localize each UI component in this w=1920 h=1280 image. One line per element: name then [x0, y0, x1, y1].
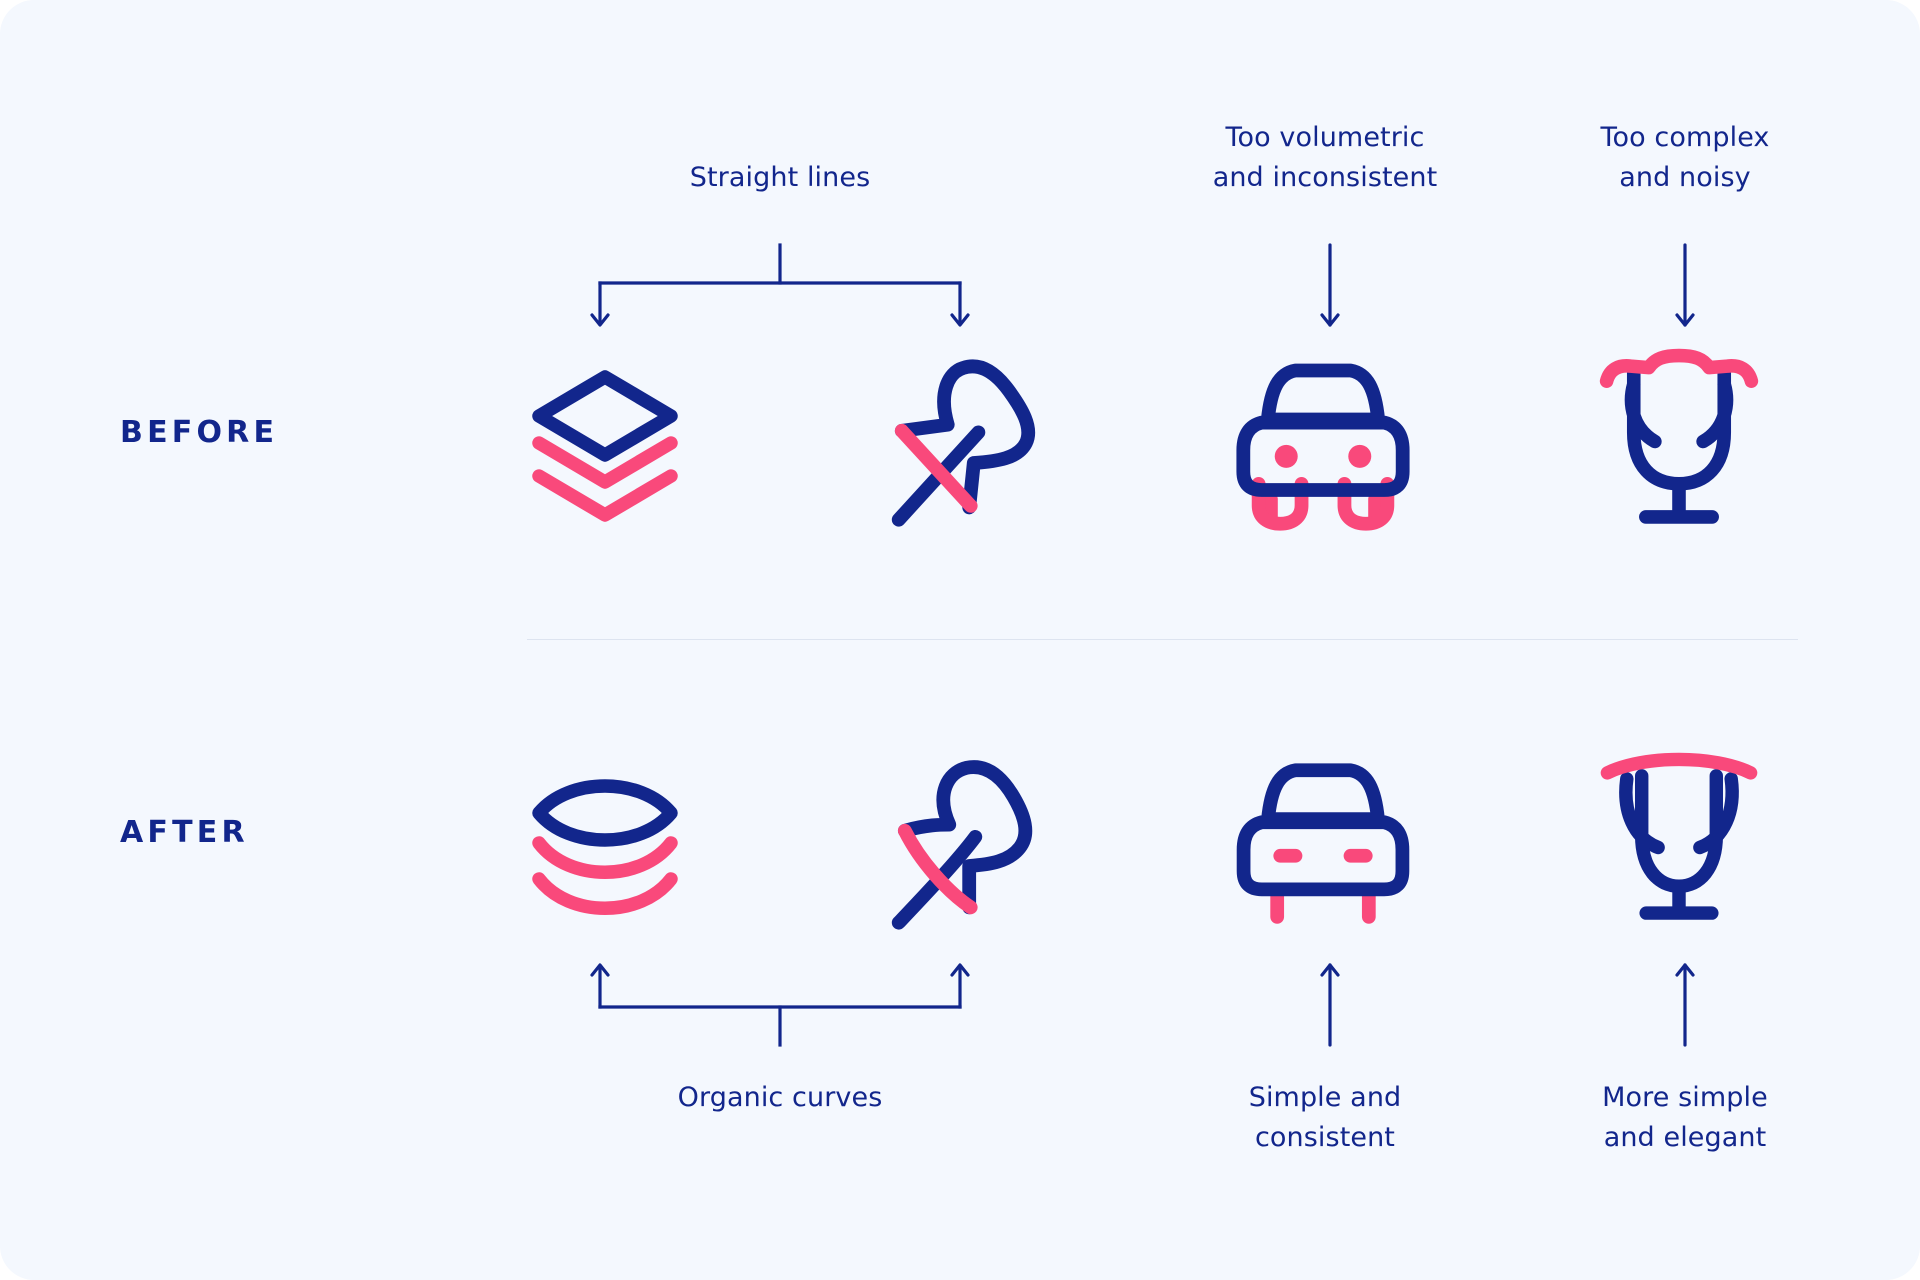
trophy-icon-before [1599, 348, 1759, 524]
annotation-more-simple: More simple and elegant [1602, 1082, 1768, 1153]
arrow-top-trophy [1675, 243, 1695, 327]
pin-icon-before [891, 359, 1036, 527]
annotation-straight-lines: Straight lines [689, 162, 871, 193]
annotation-simple-consistent: Simple and consistent [1248, 1082, 1402, 1153]
row-label-after: AFTER [120, 815, 249, 850]
bracket-bottom-organic-curves [590, 963, 970, 1047]
row-divider [527, 639, 1798, 640]
pin-icon-after [891, 760, 1033, 930]
arrow-bottom-car [1320, 963, 1340, 1047]
layers-icon-before [532, 370, 678, 522]
arrow-bottom-trophy [1675, 963, 1695, 1047]
annotation-too-volumetric: Too volumetric and inconsistent [1212, 122, 1438, 193]
trophy-icon-after [1600, 752, 1758, 920]
car-icon-before [1236, 363, 1410, 531]
row-label-before: BEFORE [120, 415, 279, 450]
annotation-too-complex: Too complex and noisy [1600, 122, 1770, 193]
annotation-organic-curves: Organic curves [677, 1082, 883, 1113]
layers-icon-after [532, 779, 678, 915]
car-icon-after [1236, 763, 1410, 924]
bracket-top-straight-lines [590, 243, 970, 327]
arrow-top-car [1320, 243, 1340, 327]
